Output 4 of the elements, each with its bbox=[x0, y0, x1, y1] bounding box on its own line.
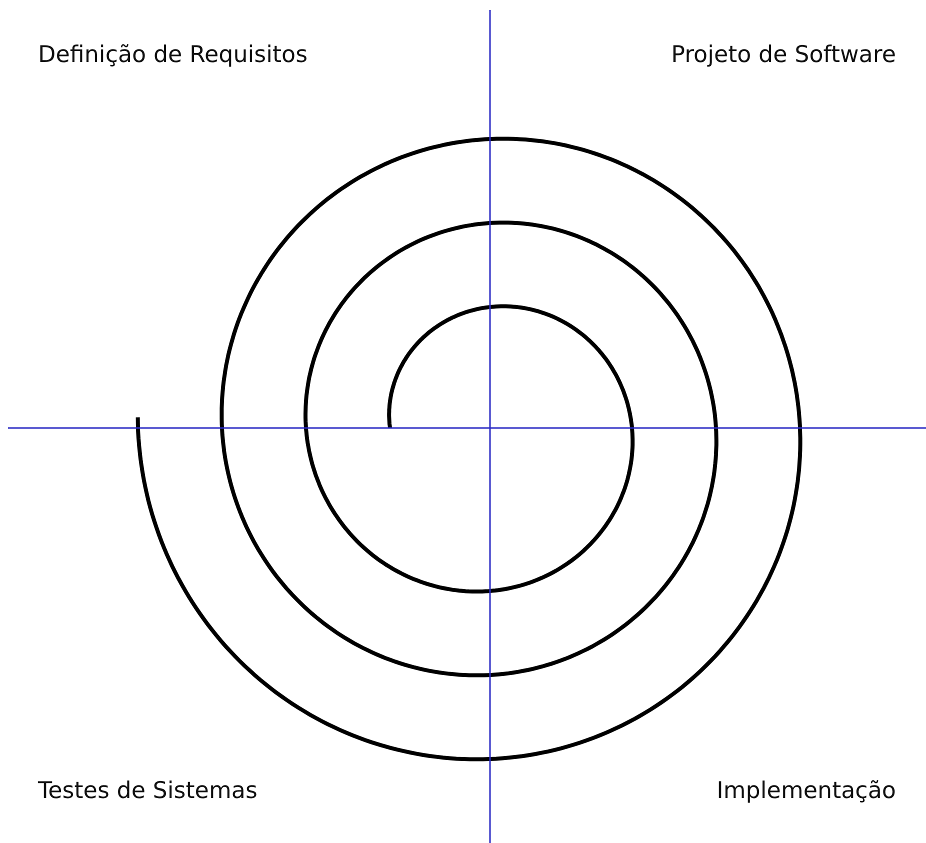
quadrant-label: Definição de Requisitos bbox=[38, 42, 308, 68]
quadrant-label: Projeto de Software bbox=[671, 42, 896, 68]
quadrant-label: Implementação bbox=[716, 778, 896, 804]
quadrant-label: Testes de Sistemas bbox=[38, 778, 258, 804]
